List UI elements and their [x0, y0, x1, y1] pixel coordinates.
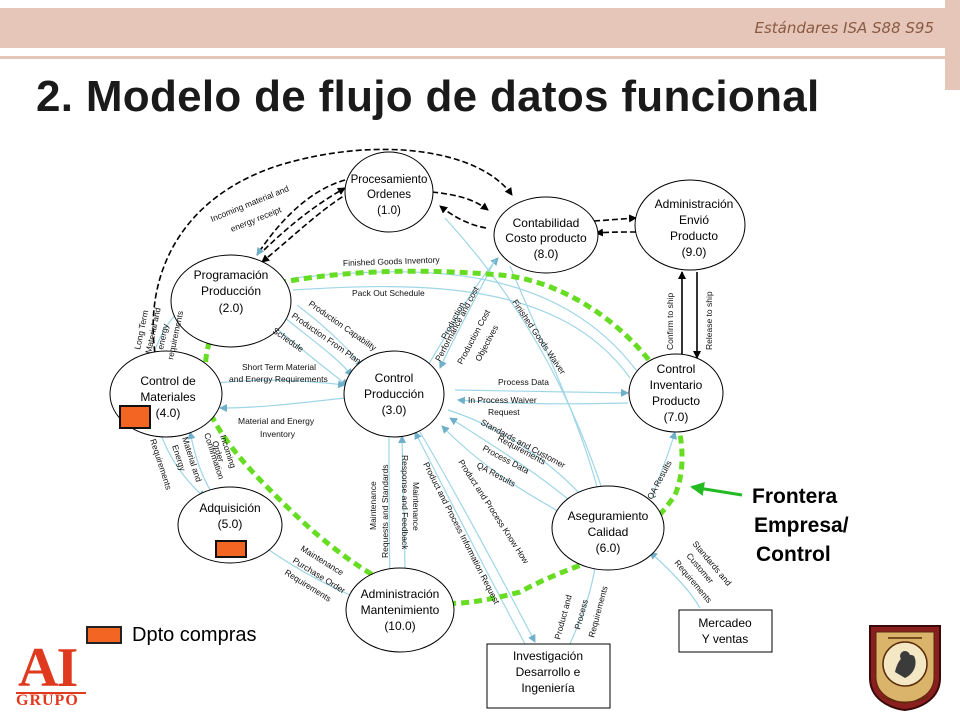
- svg-text:Ordenes: Ordenes: [367, 189, 411, 201]
- flow-label-ip-waiver-2: Request: [488, 407, 520, 417]
- frontier-label: Frontera Empresa/ Control: [752, 482, 849, 569]
- svg-text:(10.0): (10.0): [384, 619, 415, 633]
- external-rnd-engineering: Investigación Desarrollo e Ingeniería: [486, 643, 611, 709]
- flow-label-short-term-1: Short Term Material: [242, 362, 316, 372]
- svg-text:Calidad: Calidad: [588, 525, 629, 539]
- svg-text:Investigación: Investigación: [513, 649, 583, 663]
- flow-label-mat-energy-inv-2: Inventory: [260, 429, 296, 439]
- node-quality-assurance: Aseguramiento Calidad (6.0): [551, 485, 665, 571]
- svg-text:Costo producto: Costo producto: [505, 231, 587, 245]
- svg-text:Producto: Producto: [652, 394, 700, 408]
- logo-word: GRUPO: [16, 692, 79, 709]
- node-production-control: Control Producción (3.0): [343, 350, 445, 438]
- svg-text:Y ventas: Y ventas: [702, 632, 748, 646]
- node-product-inventory-control: Control Inventario Producto (7.0): [628, 353, 724, 433]
- frontier-line-3: Control: [756, 543, 831, 566]
- logo-rule: [16, 692, 86, 694]
- flow-label-qa-results-2: QA Results: [645, 459, 674, 501]
- flow-label-ip-waiver-1: In Process Waiver: [468, 395, 537, 405]
- flow-label-mat-energy-inv-1: Material and Energy: [238, 416, 315, 426]
- flow-label-maint-resp-1: Maintenance: [411, 482, 421, 531]
- svg-text:Programación: Programación: [194, 268, 269, 282]
- svg-text:Administración: Administración: [361, 587, 440, 601]
- legend-label: Dpto compras: [132, 624, 257, 646]
- svg-text:Mercadeo: Mercadeo: [698, 616, 752, 630]
- flow-label-finished-goods-inventory: Finished Goods Inventory: [343, 255, 441, 268]
- node-procurement: Adquisición (5.0): [177, 486, 283, 564]
- svg-text:Producción: Producción: [364, 387, 424, 401]
- solid-arrows: [678, 271, 701, 361]
- header-bar: [0, 8, 945, 48]
- flow-label-maint-req-1: Maintenance: [368, 481, 378, 530]
- svg-text:Contabilidad: Contabilidad: [513, 216, 580, 230]
- flow-label-release-ship: Release to ship: [704, 291, 714, 350]
- standard-label: Estándares ISA S88 S95: [754, 19, 934, 37]
- svg-text:Administración: Administración: [655, 197, 734, 211]
- node-production-scheduling: Programación Producción (2.0): [170, 254, 292, 348]
- svg-text:Control de: Control de: [140, 374, 196, 388]
- svg-text:(2.0): (2.0): [219, 301, 244, 315]
- svg-text:(9.0): (9.0): [682, 245, 707, 259]
- svg-text:Ingeniería: Ingeniería: [521, 681, 575, 695]
- node-order-processing: Procesamiento Ordenes (1.0): [344, 151, 434, 233]
- procurement-dept-chip-procurement: [215, 540, 247, 558]
- svg-text:Control: Control: [657, 362, 696, 376]
- frontier-line-2: Empresa/: [754, 514, 849, 537]
- flow-label-pack-out: Pack Out Schedule: [352, 288, 425, 298]
- svg-text:(7.0): (7.0): [664, 410, 689, 424]
- svg-text:(8.0): (8.0): [534, 247, 559, 261]
- procurement-dept-chip-material-control: [119, 405, 151, 429]
- svg-text:(1.0): (1.0): [377, 205, 401, 217]
- svg-text:Adquisición: Adquisición: [199, 501, 260, 515]
- flow-label-maint-resp-2: Response and Feedback: [400, 455, 410, 550]
- header-side-bar: [945, 0, 960, 90]
- flow-label-prod-proc-req-2: Process: [572, 598, 590, 630]
- svg-text:Producción: Producción: [201, 284, 261, 298]
- enterprise-control-boundary: [202, 268, 685, 606]
- ai-grupo-logo: AI GRUPO: [14, 637, 88, 714]
- header-rule: [0, 56, 945, 59]
- node-maintenance-admin: Administración Mantenimiento (10.0): [345, 567, 455, 653]
- svg-text:(3.0): (3.0): [382, 403, 407, 417]
- svg-text:Procesamiento: Procesamiento: [351, 174, 428, 186]
- svg-text:Envió: Envió: [679, 213, 709, 227]
- university-seal-icon: [869, 625, 941, 712]
- slide-title: 2. Modelo de flujo de datos funcional: [36, 72, 820, 121]
- svg-text:Producto: Producto: [670, 229, 718, 243]
- dashed-flows: [152, 148, 637, 371]
- legend-swatch: [86, 626, 122, 644]
- svg-text:(6.0): (6.0): [596, 541, 621, 555]
- flow-label-process-data: Process Data: [498, 377, 549, 387]
- svg-text:Inventario: Inventario: [650, 378, 703, 392]
- svg-text:Aseguramiento: Aseguramiento: [568, 509, 649, 523]
- svg-text:Control: Control: [375, 371, 414, 385]
- frontier-arrow: [690, 481, 743, 497]
- svg-text:(4.0): (4.0): [156, 406, 181, 420]
- external-marketing-sales: Mercadeo Y ventas: [678, 609, 773, 653]
- flow-label-prod-proc-req-1: Product and: [552, 593, 574, 640]
- svg-text:Mantenimiento: Mantenimiento: [361, 603, 440, 617]
- frontier-line-1: Frontera: [752, 485, 838, 508]
- svg-text:Materiales: Materiales: [140, 390, 195, 404]
- svg-text:Desarrollo e: Desarrollo e: [516, 665, 581, 679]
- flow-label-confirm-ship: Confirm to ship: [665, 293, 675, 350]
- node-product-shipping-admin: Administración Envió Producto (9.0): [634, 179, 746, 271]
- flow-label-mat-energy-req-3: Requirements: [148, 438, 174, 491]
- logo-letters: AI: [18, 637, 78, 699]
- node-product-cost-accounting: Contabilidad Costo producto (8.0): [493, 196, 599, 274]
- svg-text:(5.0): (5.0): [218, 517, 243, 531]
- flow-label-maint-req-2: Requests and Standards: [380, 464, 390, 558]
- flow-label-short-term-2: and Energy Requirements: [229, 374, 328, 384]
